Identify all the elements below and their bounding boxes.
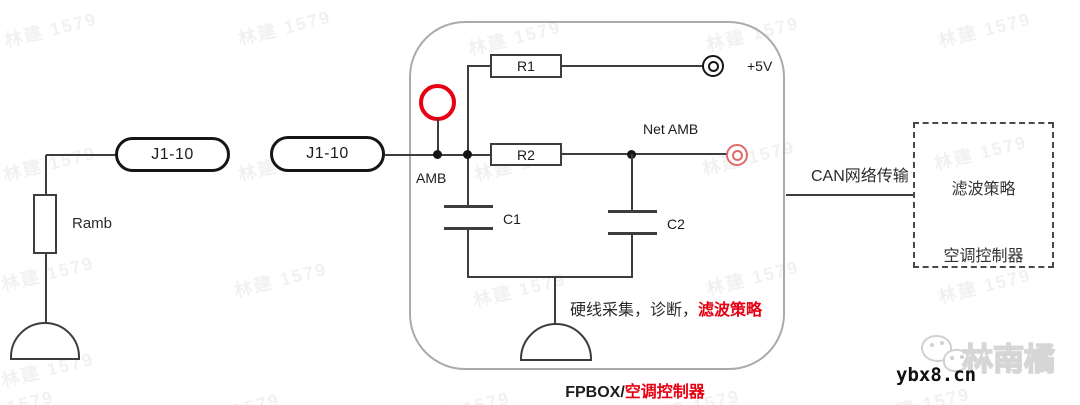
controller-dashed-box: 滤波策略 空调控制器 (913, 122, 1054, 268)
fpbox-caption-plain: FPBOX/ (565, 384, 625, 401)
junction-dot-testpoint (433, 150, 442, 159)
watermark-text: 林建 1579 (414, 384, 513, 405)
resistor-r2: R2 (490, 143, 562, 166)
watermark-text: 林建 1579 (184, 386, 283, 405)
watermark-text: 林建 1579 (936, 264, 1034, 308)
net-amb-label: Net AMB (643, 121, 699, 137)
watermark-text: 林建 1579 (936, 8, 1034, 52)
net-amb-terminal-icon (726, 144, 748, 166)
fpbox-enclosure (409, 21, 785, 370)
capacitor-c2-top-plate (608, 210, 657, 213)
wire-c1-lower (467, 230, 469, 277)
wechat-icon-eye (930, 343, 934, 347)
can-bus-label: CAN网络传输 (811, 168, 909, 185)
resistor-r2-label: R2 (517, 146, 535, 163)
connector-j1-10-right-label: J1-10 (306, 145, 349, 162)
wire-resistor-to-ground (45, 253, 47, 323)
fpbox-note: 硬线采集，诊断，滤波策略 (570, 296, 762, 320)
sensor-ground-icon (10, 322, 80, 360)
supply-5v-label: +5V (747, 58, 773, 74)
capacitor-c1-label: C1 (503, 211, 521, 227)
resistor-r1: R1 (490, 54, 562, 78)
fpbox-caption-red: 空调控制器 (624, 384, 705, 401)
wechat-icon-small-bubble (943, 349, 970, 372)
watermark-text: 林建 1579 (0, 383, 57, 405)
wire-to-resistor (45, 155, 47, 196)
wire-ground-stem (554, 277, 556, 324)
wire-vertical-branch (467, 65, 469, 205)
net-amb-terminal-inner-ring (731, 149, 743, 161)
connector-j1-10-left: J1-10 (115, 137, 230, 172)
connector-j1-10-right: J1-10 (270, 136, 385, 172)
capacitor-c1-bottom-plate (444, 227, 493, 230)
resistor-ramb-label: Ramb (72, 215, 113, 232)
controller-line2: 空调控制器 (943, 248, 1024, 265)
wire-testpoint-stem (437, 119, 439, 155)
capacitor-c2-bottom-plate (608, 232, 657, 235)
wechat-icon-eye (950, 356, 954, 360)
wire-can-bus (786, 194, 914, 196)
wire-r1-left-lead (467, 65, 490, 67)
wire-oval1-left (46, 154, 116, 156)
capacitor-c1-top-plate (444, 205, 493, 208)
fpbox-caption: FPBOX/空调控制器 (540, 378, 730, 402)
supply-terminal-icon (702, 55, 724, 77)
resistor-r1-label: R1 (517, 58, 535, 74)
watermark-text: 林建 1579 (0, 252, 97, 296)
watermark-text: 林建 1579 (236, 6, 334, 50)
fpbox-note-plain: 硬线采集，诊断， (570, 302, 699, 319)
watermark-text: 林建 1579 (1, 142, 99, 186)
wire-bottom-rail (467, 276, 633, 278)
test-point-red-circle-icon (419, 84, 456, 121)
junction-dot-branch (463, 150, 472, 159)
wechat-icon-eye (960, 355, 964, 359)
watermark-text: 林建 1579 (2, 8, 100, 52)
brand-logo-text: 林南橘 (961, 341, 1056, 378)
wire-c2-drop (631, 154, 633, 210)
wire-r1-right-lead (562, 65, 702, 67)
watermark-text: 林建 1579 (232, 258, 330, 302)
wire-c2-lower (631, 235, 633, 277)
connector-j1-10-left-label: J1-10 (151, 145, 194, 163)
supply-terminal-inner-ring (707, 60, 719, 72)
fpbox-note-red: 滤波策略 (698, 302, 763, 319)
wechat-icon-eye (940, 341, 944, 345)
wire-r2-right-lead (562, 153, 727, 155)
controller-line1: 滤波策略 (951, 181, 1016, 198)
resistor-ramb (33, 194, 57, 254)
amb-net-label: AMB (416, 170, 447, 186)
capacitor-c2-label: C2 (667, 216, 685, 232)
website-url: ybx8.cn (896, 364, 977, 386)
